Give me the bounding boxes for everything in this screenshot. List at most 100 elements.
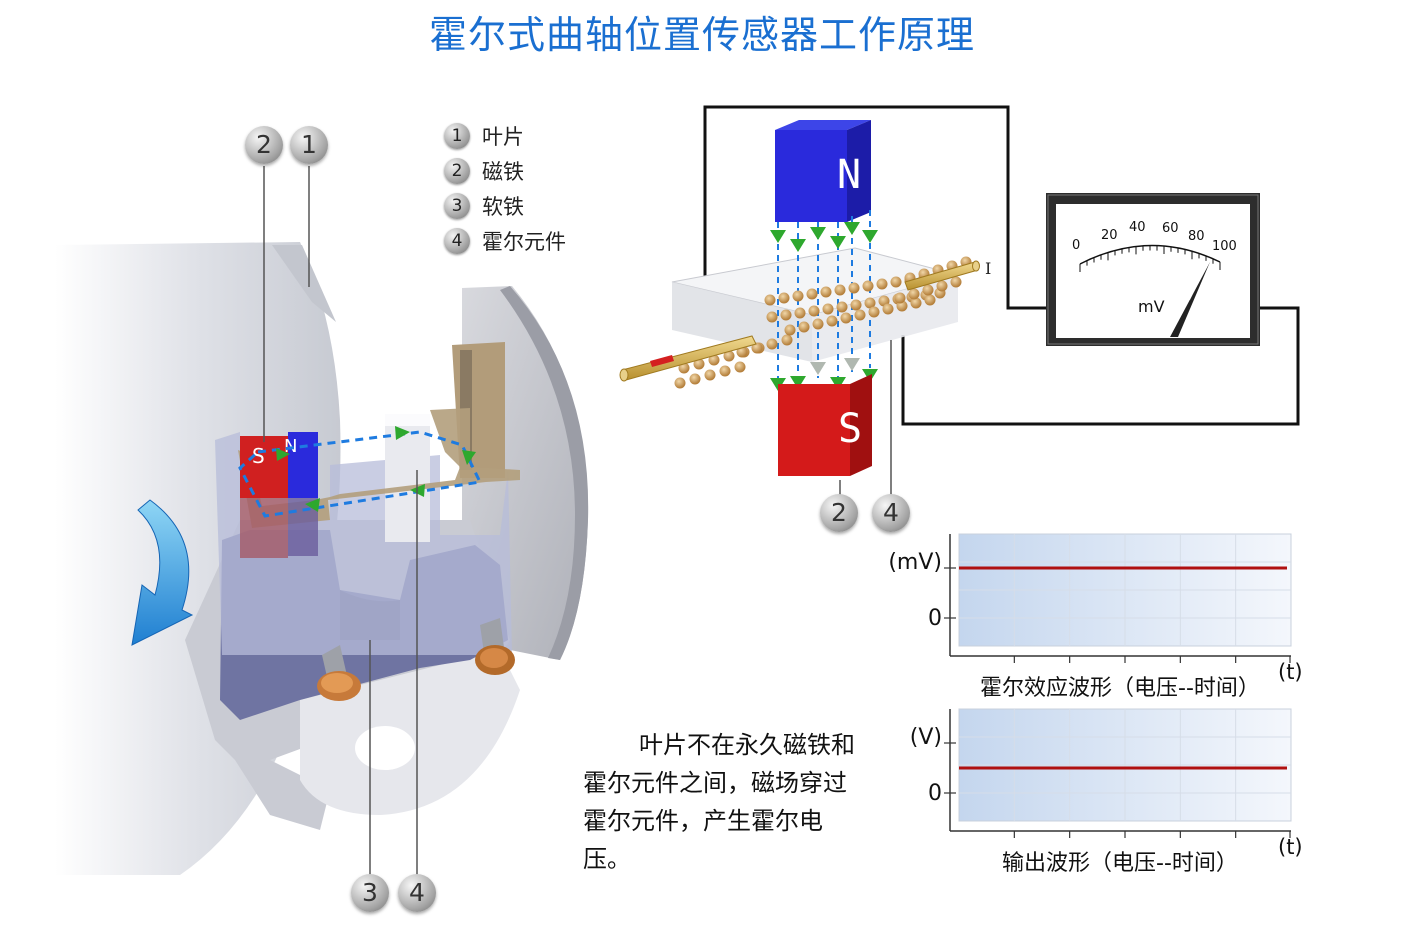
magnet-red <box>240 436 288 498</box>
meter-scale-label: 20 <box>1101 228 1118 243</box>
electron-bead <box>908 288 920 300</box>
bolt-right <box>475 618 515 675</box>
electron-bead <box>848 282 860 294</box>
bolt-left <box>317 645 361 701</box>
electron-bead <box>674 377 686 389</box>
electron-bead <box>766 311 778 323</box>
legend-label: 磁铁 <box>482 159 524 184</box>
electron-bead <box>792 290 804 302</box>
flux-arrow <box>276 448 290 461</box>
magnet-blue <box>288 432 318 498</box>
electron-bead <box>826 315 838 327</box>
electron-bead <box>806 288 818 300</box>
electron-bead <box>693 358 705 370</box>
magnet-south <box>778 384 850 476</box>
legend-item-magnet: 2 磁铁 <box>444 153 566 188</box>
magnet-north <box>775 130 847 222</box>
millivolt-meter <box>1046 193 1260 346</box>
electron-bead <box>780 309 792 321</box>
callout-badge-hall-element: 4 <box>398 874 436 912</box>
electron-bead <box>764 294 776 306</box>
meter-scale-label: 100 <box>1212 239 1237 254</box>
legend-item-vane: 1 叶片 <box>444 118 566 153</box>
meter-unit-label: mV <box>1138 297 1165 316</box>
electron-bead <box>723 350 735 362</box>
electron-bead <box>834 284 846 296</box>
callout-badge-magnet: 2 <box>820 494 858 532</box>
legend-item-hall-element: 4 霍尔元件 <box>444 223 566 258</box>
electron-bead <box>808 305 820 317</box>
callout-badge-magnet: 2 <box>245 126 283 164</box>
electron-bead <box>751 342 763 354</box>
magnet-small-s-label: S <box>252 444 265 468</box>
electron-bead <box>950 276 962 288</box>
electron-bead <box>719 365 731 377</box>
electron-bead <box>781 334 793 346</box>
flux-path-dashed <box>238 430 483 518</box>
page-title: 霍尔式曲轴位置传感器工作原理 <box>428 13 975 57</box>
vane-blade <box>272 245 336 322</box>
electron-bead <box>882 303 894 315</box>
meter-scale-label: 0 <box>1072 238 1081 253</box>
electron-bead <box>798 321 810 333</box>
meter-scale-label: 40 <box>1129 220 1146 235</box>
circuit-wire <box>901 306 1300 426</box>
chart-y-tick-label: 0 <box>928 606 942 631</box>
chart-y-label: (mV) <box>888 550 942 575</box>
electron-bead <box>936 280 948 292</box>
rotation-arrow-icon <box>131 499 194 646</box>
callout-badge-soft-iron: 3 <box>351 874 389 912</box>
callout-badge-hall-element: 4 <box>872 494 910 532</box>
circuit-wire <box>703 105 1046 310</box>
electron-bead <box>864 297 876 309</box>
output-waveform-chart <box>944 708 1292 838</box>
electron-bead <box>890 276 902 288</box>
legend-label: 软铁 <box>482 194 524 219</box>
flux-arrows <box>770 222 878 391</box>
electron-bead <box>784 324 796 336</box>
hall-waveform-chart <box>944 533 1292 663</box>
hall-element-block <box>385 414 430 542</box>
legend-number: 4 <box>444 227 470 254</box>
legend-number: 3 <box>444 192 470 219</box>
flux-arrow <box>462 450 476 465</box>
electron-bead <box>894 292 906 304</box>
electron-bead <box>922 284 934 296</box>
magnet-north-label: N <box>837 152 862 198</box>
chart-caption: 输出波形（电压--时间） <box>1002 851 1238 876</box>
magnet-south-label: S <box>838 406 863 452</box>
meter-ticks <box>1079 245 1221 272</box>
electron-bead <box>704 369 716 381</box>
electron-bead <box>820 286 832 298</box>
electron-bead <box>794 307 806 319</box>
electron-bead <box>854 309 866 321</box>
chart-y-label: (V) <box>909 725 942 750</box>
legend-label: 霍尔元件 <box>482 229 566 254</box>
electron-bead <box>812 318 824 330</box>
electron-bead <box>734 361 746 373</box>
mount-hole <box>355 726 415 770</box>
hall-housing <box>215 432 512 655</box>
meter-scale-label: 80 <box>1188 229 1205 244</box>
electron-bead <box>736 346 748 358</box>
flux-arrow <box>395 426 410 440</box>
sensor-assembly: S N <box>55 166 589 876</box>
soft-iron-frame <box>238 408 520 528</box>
current-label: I <box>985 259 991 278</box>
legend-number: 2 <box>444 157 470 184</box>
electron-bead <box>862 280 874 292</box>
electron-bead <box>910 297 922 309</box>
electron-bead <box>708 354 720 366</box>
flux-arrow <box>305 498 320 512</box>
electron-bead <box>850 299 862 311</box>
electron-bead <box>822 303 834 315</box>
chart-x-label: (t) <box>1278 660 1303 684</box>
electron-bead <box>876 278 888 290</box>
electron-bead <box>868 306 880 318</box>
chart-caption: 霍尔效应波形（电压--时间） <box>980 676 1260 701</box>
legend-item-soft-iron: 3 软铁 <box>444 188 566 223</box>
legend-number: 1 <box>444 122 470 149</box>
electron-bead <box>836 301 848 313</box>
legend-label: 叶片 <box>482 124 524 149</box>
